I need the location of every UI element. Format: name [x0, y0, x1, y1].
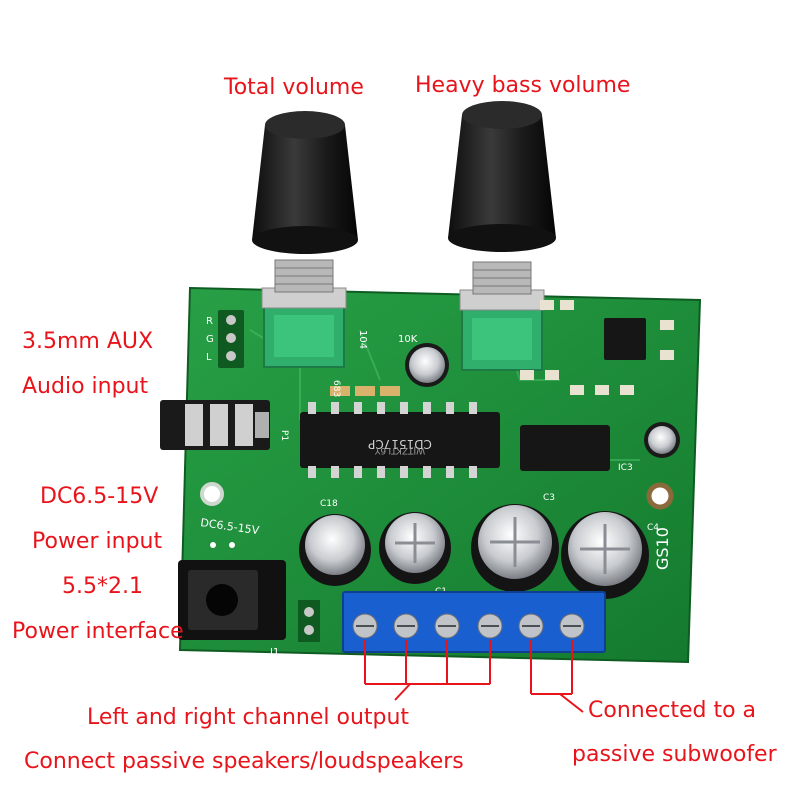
jack-marking: P1 [279, 430, 289, 441]
heavy-bass-volume-label: Heavy bass volume [415, 73, 631, 98]
pot1-marking: 104 [357, 330, 368, 349]
power-header [298, 600, 320, 642]
aux-label-line2: Audio input [22, 374, 149, 399]
small-capacitor [405, 343, 680, 458]
dc-power-jack: DC6.5-15V J1 [178, 516, 286, 658]
bass-volume-knob [448, 101, 556, 252]
power-label-line3: 5.5*2.1 [62, 574, 143, 599]
ic-lot-code: WJTZKTL6Y [374, 445, 425, 455]
main-ic-chip: CD1517CP WJTZKTL6Y [300, 402, 500, 478]
mounting-hole [646, 482, 674, 510]
secondary-ic-chip: IC3 [520, 318, 646, 473]
pin-label-g: G [206, 334, 214, 345]
ic3-marking: IC3 [618, 463, 633, 473]
terminal-screw [434, 613, 460, 639]
subwoofer-callout [530, 640, 584, 713]
terminal-screw [352, 613, 378, 639]
speaker-output-callout [364, 640, 491, 701]
pin-label-l: L [206, 352, 212, 363]
pin-label-r: R [206, 316, 213, 327]
smd-components: 10K 683 [330, 300, 674, 397]
terminal-screw [393, 613, 419, 639]
bass-volume-pot [459, 261, 545, 371]
aux-header-pins: R G L [206, 310, 244, 368]
power-label-line4: Power interface [12, 619, 184, 644]
capacitor-c18: C18 [299, 499, 371, 586]
subwoofer-label-line1: Connected to a [588, 698, 757, 723]
speaker-output-label-line1: Left and right channel output [87, 705, 410, 730]
aux-audio-jack: P1 [160, 400, 289, 450]
power-label-line1: DC6.5-15V [40, 484, 159, 509]
speaker-terminal-block [342, 591, 606, 653]
total-volume-label: Total volume [224, 75, 364, 100]
capacitor-c1: C1 [379, 512, 451, 597]
total-volume-pot: 104 [261, 259, 368, 368]
terminal-screw [559, 613, 585, 639]
power-jack-marking: J1 [269, 647, 279, 658]
total-volume-knob [252, 111, 358, 254]
capacitor-c3: C3 [471, 493, 559, 592]
c4-marking: C4 [647, 523, 659, 533]
cap-marking: 683 [331, 380, 341, 397]
mounting-hole [200, 482, 224, 506]
aux-label-line1: 3.5mm AUX [22, 329, 154, 354]
power-label-line2: Power input [32, 529, 163, 554]
subwoofer-label-line2: passive subwoofer [572, 742, 777, 767]
board-model-marking: GS10 [653, 527, 672, 570]
resistor-marking: 10K [398, 334, 418, 345]
speaker-output-label-line2: Connect passive speakers/loudspeakers [24, 749, 464, 774]
c3-marking: C3 [543, 493, 555, 503]
capacitor-c4: C4 [561, 511, 659, 599]
ic-part-number: CD1517CP [368, 437, 432, 451]
terminal-screw [477, 613, 503, 639]
terminal-screw [518, 613, 544, 639]
c18-marking: C18 [320, 499, 338, 509]
